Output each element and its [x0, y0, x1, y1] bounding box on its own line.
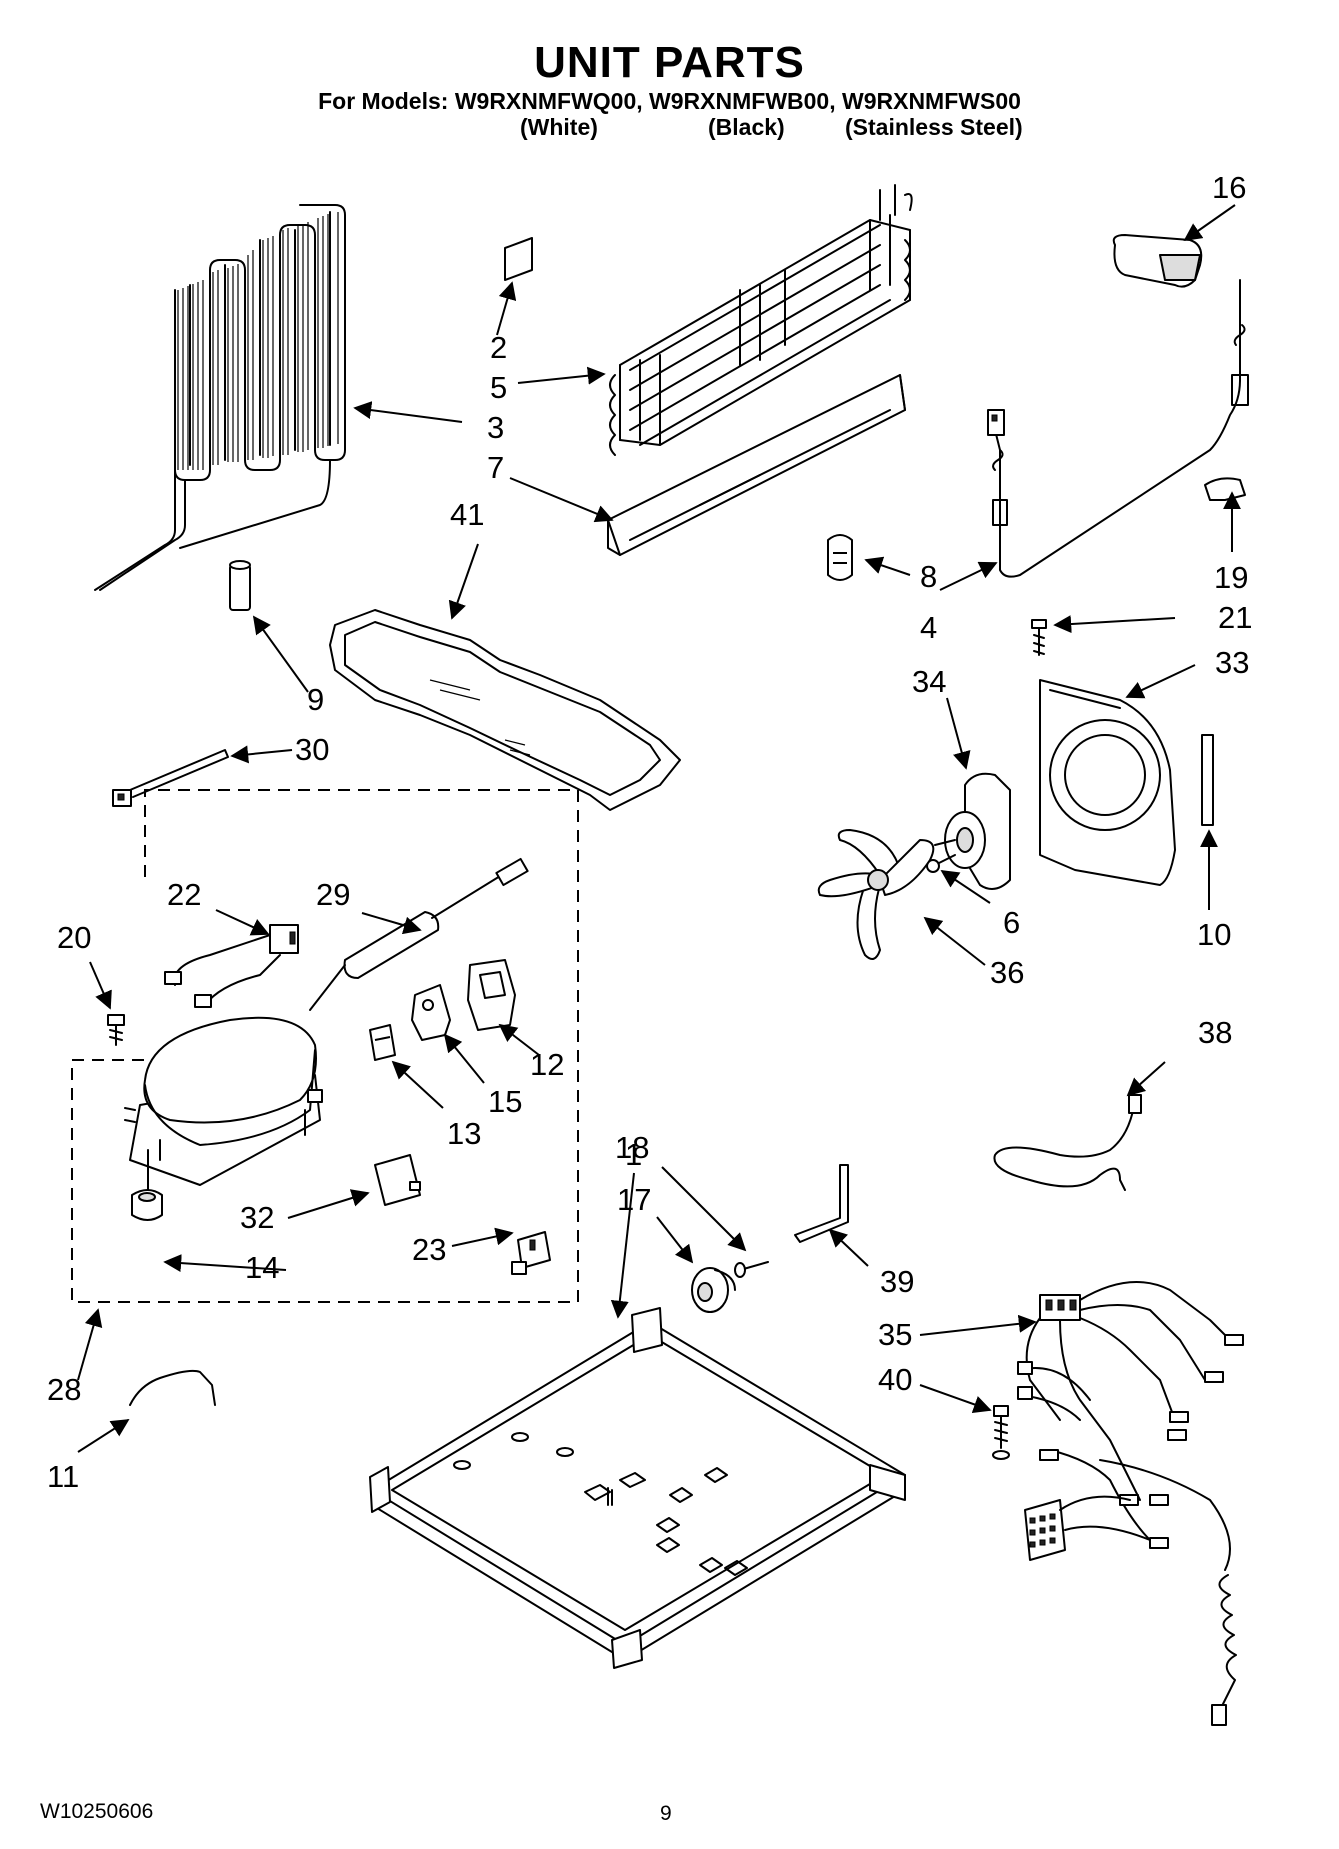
bracket-clip	[827, 534, 853, 581]
callout-15: 15	[488, 1084, 522, 1119]
callout-10: 10	[1197, 917, 1231, 952]
callout-17: 17	[617, 1182, 651, 1217]
callout-41: 41	[450, 497, 484, 532]
wire-harness	[1017, 1281, 1244, 1726]
page-title: UNIT PARTS	[534, 38, 805, 87]
thermistor-cable	[987, 279, 1249, 578]
callout-labels: 1 2 3 4 5 6 7 8 9 10 11 12 13 14 15 16 1…	[47, 170, 1252, 1494]
callout-36: 36	[990, 955, 1024, 990]
callout-35: 35	[878, 1317, 912, 1352]
assembly-28-boundary	[71, 789, 579, 1303]
gasket-strip	[1201, 734, 1214, 826]
variant-white: (White)	[520, 114, 598, 140]
drain-tube	[794, 1164, 849, 1243]
callout-38: 38	[1198, 1015, 1232, 1050]
callout-40: 40	[878, 1362, 912, 1397]
callout-14: 14	[245, 1250, 279, 1285]
callout-19: 19	[1214, 560, 1248, 595]
screw-40	[992, 1405, 1010, 1460]
callout-30: 30	[295, 732, 329, 767]
callout-4: 4	[920, 610, 937, 645]
callout-23: 23	[412, 1232, 446, 1267]
start-relay	[467, 959, 516, 1031]
callout-9: 9	[307, 682, 324, 717]
document-number: W10250606	[40, 1800, 154, 1823]
condenser-coil	[94, 204, 346, 591]
axle-pin	[734, 1261, 769, 1278]
callout-22: 22	[167, 877, 201, 912]
compressor	[124, 1016, 323, 1186]
callout-11: 11	[47, 1459, 79, 1494]
label-part	[504, 237, 533, 281]
fan-shroud	[1039, 679, 1176, 886]
leader-lines	[77, 204, 1241, 1453]
base-pan	[369, 1307, 906, 1669]
screw-21	[1031, 619, 1047, 656]
clip	[1204, 477, 1246, 501]
callout-1: 1	[625, 1137, 642, 1172]
water-hose	[993, 1099, 1136, 1191]
callout-21: 21	[1218, 600, 1252, 635]
drain-pan	[329, 609, 681, 811]
roller	[691, 1267, 736, 1313]
fan-motor	[934, 772, 1011, 890]
callout-20: 20	[57, 920, 91, 955]
callout-16: 16	[1212, 170, 1246, 205]
wire-bail	[129, 1369, 216, 1406]
defrost-cap	[1112, 234, 1203, 288]
callout-28: 28	[47, 1372, 81, 1407]
bolt-20	[107, 1014, 125, 1046]
page-number: 9	[660, 1802, 672, 1825]
callout-33: 33	[1215, 645, 1249, 680]
cable-tie	[112, 749, 229, 807]
callout-8: 8	[920, 559, 937, 594]
callout-18: 18	[615, 1130, 649, 1165]
variant-stainless: (Stainless Steel)	[845, 114, 1023, 140]
callout-5: 5	[490, 370, 507, 405]
models-line: For Models: W9RXNMFWQ00, W9RXNMFWB00, W9…	[318, 88, 1021, 114]
callout-13: 13	[447, 1116, 481, 1151]
variant-black: (Black)	[708, 114, 785, 140]
callout-29: 29	[316, 877, 350, 912]
overload-protector	[411, 984, 451, 1041]
callout-2: 2	[490, 330, 507, 365]
terminal-plug	[511, 1231, 551, 1275]
terminal-clip	[369, 1024, 396, 1061]
hose-fitting	[1128, 1094, 1142, 1114]
drain-trough	[607, 374, 906, 556]
callout-7: 7	[487, 450, 504, 485]
grommet	[131, 1149, 163, 1221]
overload-wire	[164, 924, 299, 1008]
callout-32: 32	[240, 1200, 274, 1235]
callout-34: 34	[912, 664, 946, 699]
callout-3: 3	[487, 410, 504, 445]
callout-12: 12	[530, 1047, 564, 1082]
callout-39: 39	[880, 1264, 914, 1299]
evaporator	[609, 184, 913, 456]
spacer	[229, 560, 251, 611]
callout-6: 6	[1003, 905, 1020, 940]
fan-blade	[817, 829, 935, 960]
run-capacitor	[374, 1154, 421, 1206]
